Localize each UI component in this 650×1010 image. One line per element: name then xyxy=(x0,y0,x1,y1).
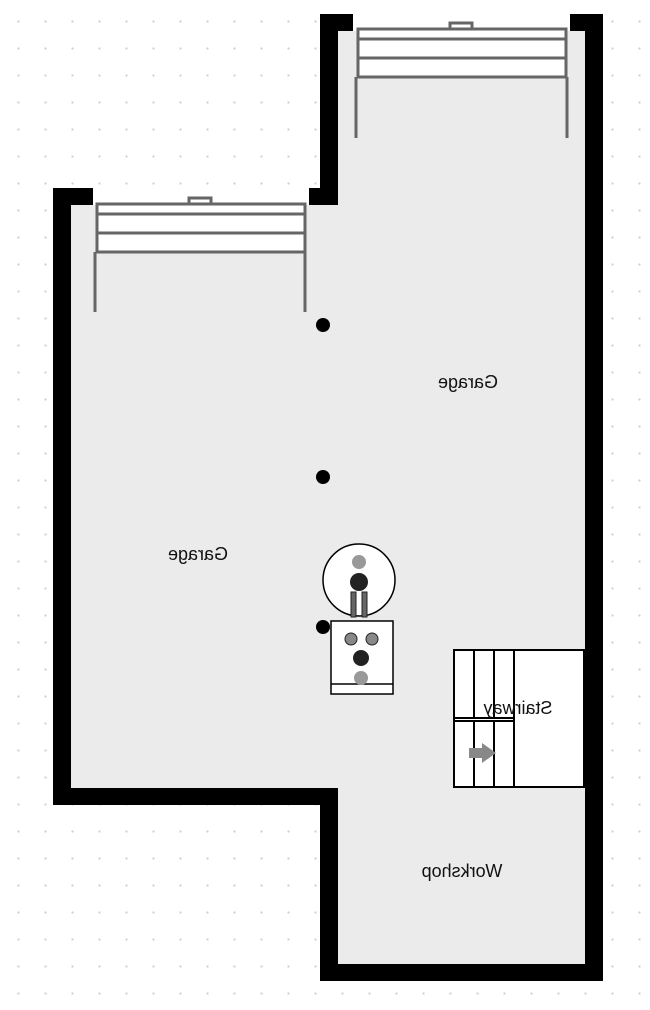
room-label-workshop: Workshop xyxy=(422,861,503,881)
water-heater-icon xyxy=(322,543,396,618)
column-icon xyxy=(316,318,330,332)
garage-door-icon xyxy=(353,12,570,138)
room-label-stairway: Stairway xyxy=(483,698,552,718)
room-label-garage-right: Garage xyxy=(438,372,498,392)
stair-arrow-icon xyxy=(469,743,496,763)
garage-door-icon xyxy=(93,186,309,312)
furnace-icon xyxy=(330,620,394,695)
stairway xyxy=(453,649,585,788)
room-label-garage-left: Garage xyxy=(168,544,228,564)
column-icon xyxy=(316,620,330,634)
column-icon xyxy=(316,470,330,484)
